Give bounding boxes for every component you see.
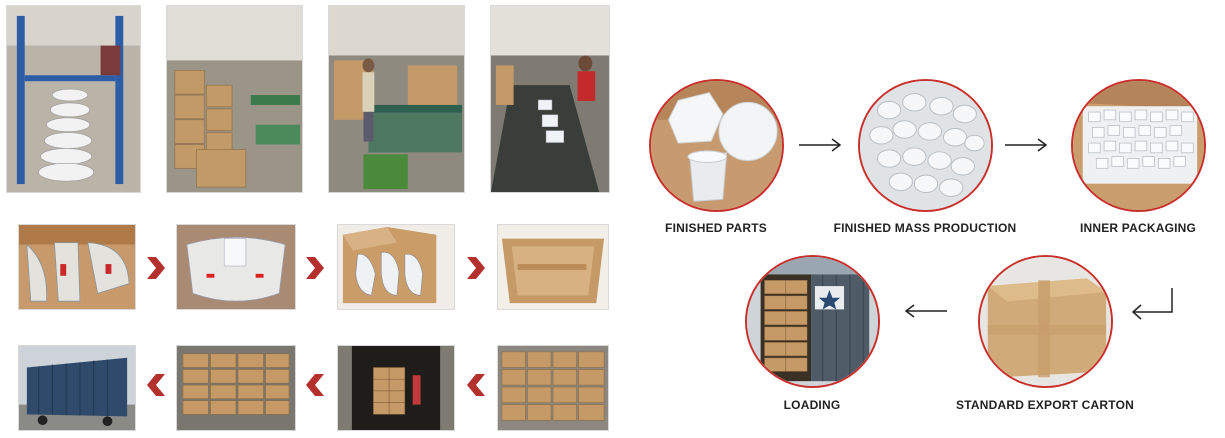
product-photo-empty-carton xyxy=(497,224,609,310)
product-photo-parts xyxy=(18,224,136,310)
arrow-right-icon xyxy=(798,137,842,153)
chevron-right-icon xyxy=(465,255,487,281)
step-label-inner-packaging: INNER PACKAGING xyxy=(1079,221,1197,235)
step-label-finished-parts: FINISHED PARTS xyxy=(665,221,767,235)
chevron-left-icon xyxy=(465,372,487,398)
chevron-right-icon xyxy=(304,255,326,281)
loading-photo-stacked-cartons xyxy=(176,345,296,431)
arrow-right-icon xyxy=(1004,137,1048,153)
step-image-loading xyxy=(745,255,880,388)
step-label-standard-export-carton: STANDARD EXPORT CARTON xyxy=(956,398,1134,412)
step-image-finished-mass-production xyxy=(858,79,993,212)
loading-photo-container-interior xyxy=(337,345,455,431)
chevron-right-icon xyxy=(145,255,167,281)
step-label-loading: LOADING xyxy=(783,398,841,412)
factory-photo-assembly-line-1 xyxy=(6,5,141,193)
chevron-left-icon xyxy=(145,372,167,398)
step-label-finished-mass-production: FINISHED MASS PRODUCTION xyxy=(833,221,1017,235)
chevron-left-icon xyxy=(304,372,326,398)
product-photo-assembled-bowl xyxy=(176,224,296,310)
step-image-inner-packaging xyxy=(1071,79,1206,212)
factory-photo-production-line xyxy=(490,5,610,193)
step-image-finished-parts xyxy=(649,79,784,212)
product-photo-boxed-parts xyxy=(337,224,455,310)
loading-photo-truck-container xyxy=(18,345,136,431)
arrow-left-icon xyxy=(904,303,948,319)
factory-photo-conveyor-workers xyxy=(328,5,465,193)
step-image-standard-export-carton xyxy=(978,255,1113,388)
arrow-return-icon xyxy=(1128,286,1176,322)
loading-photo-warehouse-cartons xyxy=(497,345,609,431)
factory-photo-packing-area xyxy=(166,5,303,193)
